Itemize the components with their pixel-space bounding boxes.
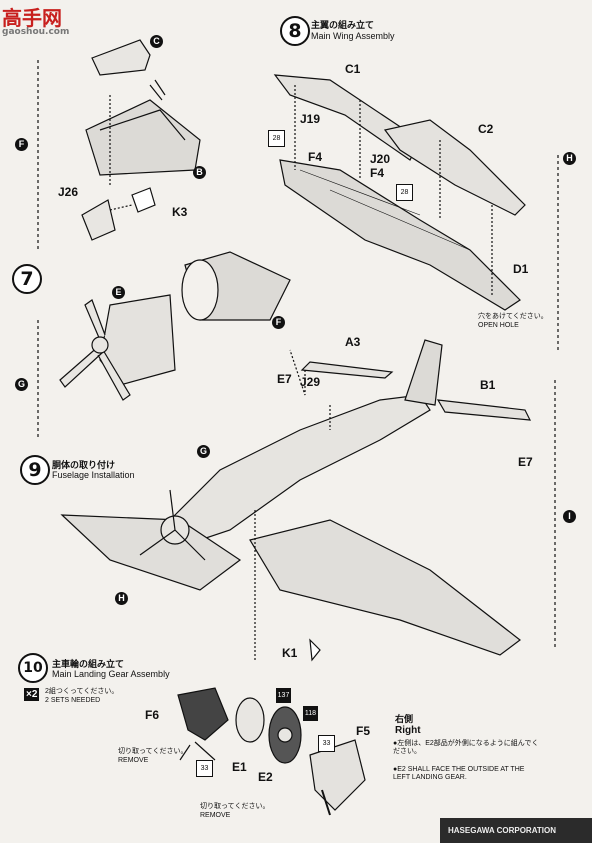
part-label-f4-b: F4: [370, 166, 385, 180]
part-label-e2: E2: [258, 770, 273, 784]
part-label-j26: J26: [58, 185, 79, 199]
vertical-tail: [404, 339, 443, 406]
wing-right: [249, 519, 521, 656]
step-10-number: 10: [18, 653, 48, 683]
callout-28-a: 28: [268, 130, 285, 147]
watermark-text: 高手网: [2, 6, 62, 30]
watermark: 高手网 gaoshou.com: [2, 2, 69, 37]
multiplier-badge: ×2: [24, 688, 40, 701]
circle-ref-g-left: G: [15, 378, 28, 391]
step-9-title-jp: 胴体の取り付け: [52, 460, 116, 470]
step-8-title-en: Main Wing Assembly: [311, 31, 395, 41]
step-10-title-jp: 主車輪の組み立て: [52, 659, 125, 669]
upper-wing-c2: [383, 119, 526, 216]
step-8-number: 8: [280, 16, 310, 46]
remove-note-jp-1: 切り取ってください。: [118, 748, 188, 755]
part-label-k3: K3: [172, 205, 188, 219]
step-9-title-en: Fuselage Installation: [52, 470, 135, 480]
callout-33-a: 33: [196, 760, 213, 777]
step-7-number: 7: [12, 264, 42, 294]
part-label-a3: A3: [345, 335, 361, 349]
footer-banner: [440, 818, 592, 843]
remove-note-jp-2: 切り取ってください。: [200, 803, 270, 810]
part-label-f4-a: F4: [308, 150, 323, 164]
upper-wing-c1: [273, 74, 421, 161]
wing-left: [60, 514, 242, 591]
part-label-e7-b: E7: [518, 455, 533, 469]
step-9-number: 9: [20, 455, 50, 485]
step-10-title-en: Main Landing Gear Assembly: [52, 669, 170, 679]
right-side-en: Right: [395, 725, 421, 736]
footer-text: HASEGAWA CORPORATION: [448, 826, 557, 835]
horizontal-stabilizer-a3: [300, 361, 394, 379]
fuselage-section-b: [85, 99, 201, 176]
part-label-k1: K1: [282, 646, 298, 660]
part-label-j19: J19: [300, 112, 321, 126]
right-side-note-en: ●E2 SHALL FACE THE OUTSIDE AT THE LEFT L…: [393, 766, 525, 781]
part-label-f5: F5: [356, 724, 371, 738]
open-hole-en: OPEN HOLE: [478, 322, 519, 329]
step-8-title-jp: 主翼の組み立て: [311, 20, 375, 30]
horizontal-stabilizer-b1: [436, 399, 532, 421]
multiplier-jp: 2組つくってください。: [45, 688, 119, 695]
circle-ref-i-right: I: [563, 510, 576, 523]
remove-note-en-1: REMOVE: [118, 757, 149, 764]
canopy-cover-c: [91, 39, 151, 76]
part-label-e7-a: E7: [277, 372, 292, 386]
wheel-e1: [235, 697, 265, 743]
open-hole-jp: 穴をあけてください。: [478, 313, 548, 320]
callout-33-b: 33: [318, 735, 335, 752]
circle-ref-c: C: [150, 35, 163, 48]
circle-ref-h-right: H: [563, 152, 576, 165]
circle-ref-f: F: [272, 316, 285, 329]
circle-ref-b: B: [193, 166, 206, 179]
part-label-j20: J20: [370, 152, 391, 166]
part-label-e1: E1: [232, 760, 247, 774]
multiplier-en: 2 SETS NEEDED: [45, 697, 101, 704]
watermark-sub: gaoshou.com: [2, 27, 70, 37]
part-label-c2: C2: [478, 122, 494, 136]
lower-wing-d1: [279, 159, 521, 311]
callout-137: 137: [276, 688, 291, 703]
part-j26: [81, 199, 116, 241]
callout-28-b: 28: [396, 184, 413, 201]
part-label-f6: F6: [145, 708, 160, 722]
right-side-jp: 右側: [395, 714, 414, 724]
gear-leg-f6: [177, 687, 229, 741]
part-label-d1: D1: [513, 262, 529, 276]
circle-ref-g: G: [197, 445, 210, 458]
right-side-note-jp: ●左側は、E2部品が外側になるように組んでください。: [393, 740, 539, 755]
part-k3: [131, 187, 156, 213]
circle-ref-f-left: F: [15, 138, 28, 151]
part-label-b1: B1: [480, 378, 496, 392]
circle-ref-h: H: [115, 592, 128, 605]
part-label-c1: C1: [345, 62, 361, 76]
part-label-j29: J29: [300, 375, 321, 389]
circle-ref-e: E: [112, 286, 125, 299]
aircraft-fuselage: [169, 394, 431, 546]
remove-note-en-2: REMOVE: [200, 812, 231, 819]
callout-118: 118: [303, 706, 318, 721]
